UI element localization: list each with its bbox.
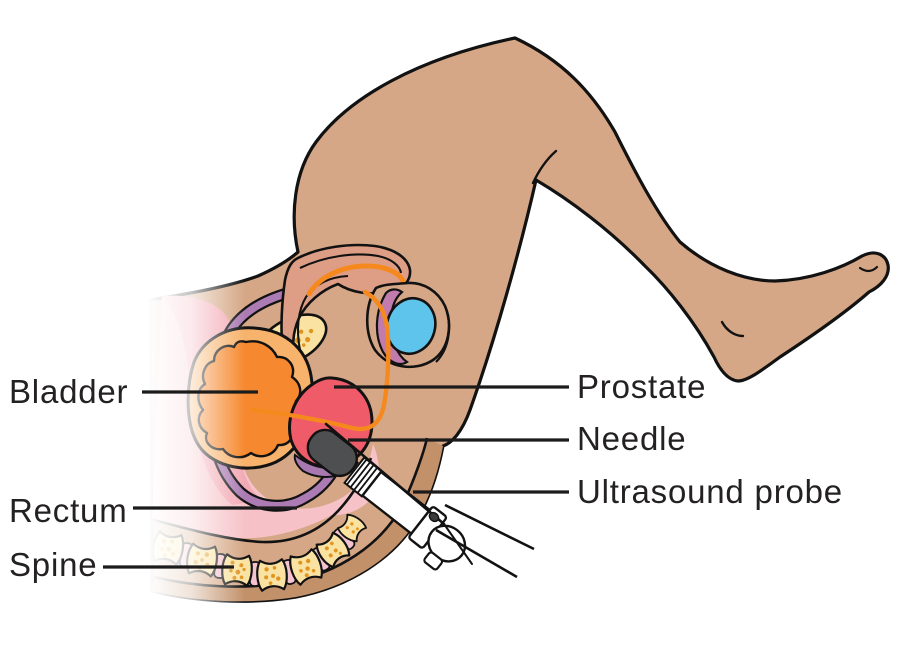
ultrasound-probe-label: Ultrasound probe	[577, 473, 843, 510]
spine-label: Spine	[9, 546, 98, 583]
vertebra	[256, 558, 288, 592]
penis-shape	[280, 243, 412, 360]
ankle-crease	[720, 320, 745, 338]
prostatic-urethra	[249, 289, 391, 432]
bladder-label: Bladder	[9, 373, 129, 410]
knee-crease	[531, 149, 558, 185]
probe-stub	[423, 551, 444, 571]
probe-group	[306, 422, 535, 579]
needle-wire	[443, 523, 473, 565]
penis-fold-line	[299, 253, 403, 274]
vertebra	[289, 548, 323, 586]
penis-fold-line2	[296, 274, 349, 351]
probe-handle-lower-line	[435, 528, 518, 579]
needle-label: Needle	[577, 420, 687, 457]
vertebra	[336, 513, 368, 543]
scrotum-outer-line	[435, 311, 451, 363]
probe-ribs	[346, 458, 378, 494]
biopsy-needle	[324, 422, 446, 526]
penis-group	[280, 243, 412, 360]
probe-handle-upper-line	[444, 503, 535, 551]
scrotum-group	[365, 281, 451, 369]
buttock-shadow-band	[152, 438, 443, 602]
left-fade-overlay	[0, 0, 248, 662]
prostate-label: Prostate	[577, 368, 707, 405]
testicle	[385, 296, 437, 356]
penile-urethra	[306, 263, 406, 297]
leader-lines	[103, 385, 569, 569]
vertebra	[315, 531, 351, 569]
rectum-label: Rectum	[9, 492, 128, 529]
needle-hub	[428, 511, 440, 523]
toe-crease	[858, 265, 879, 272]
